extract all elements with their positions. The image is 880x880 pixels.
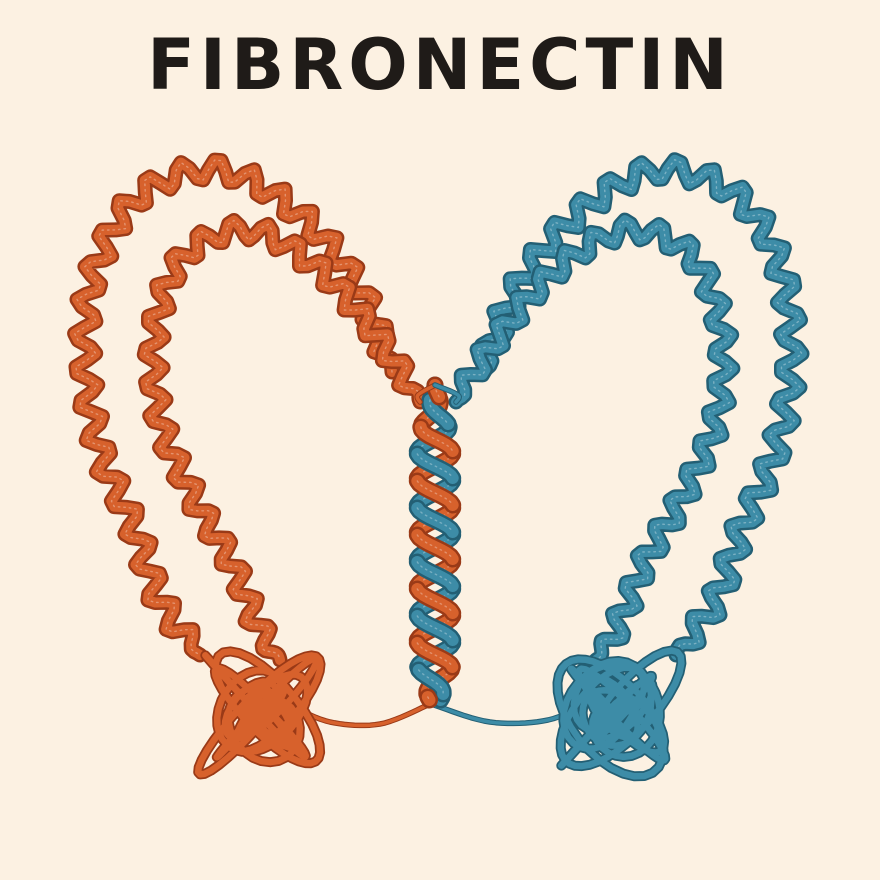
helix-chain-a-front-body [411,475,459,511]
chain-b-inner-arm-outline [448,212,741,668]
chain-a-strand [67,152,431,780]
chain-b-helix-join-body [433,383,461,404]
helix-chain-a-front-body [421,691,436,706]
helix-chain-b-front-texture [416,615,454,641]
helix-chain-b-front-texture [416,561,454,587]
chain-b-inner-arm-texture [455,219,734,661]
helix-chain-a-front-texture [416,642,453,668]
helix-chain-a-front-body [411,529,459,565]
chain-a-outer-arm-texture [73,159,394,656]
chain-a-inner-arm-outline [136,213,428,668]
helix-chain-a-back-texture [426,669,452,695]
helix-chain-a-front-texture [416,534,454,560]
chain-b-outer-arm-texture [480,159,803,656]
chain-a-outer-arm-body [69,155,398,660]
chain-a-globular-domain-body [194,648,324,778]
helix-chain-a-front-body [411,637,459,673]
helix-chain-a-front-body [414,421,459,457]
helix-chain-b-front-texture [416,507,454,533]
helix-chain-b-front-body [423,394,455,430]
helix-chain-b-front-texture [416,453,454,479]
helix-chain-b-front-body [411,610,459,646]
helix-chain-b-front-body [411,502,459,538]
chain-a-inner-arm-texture [143,219,421,661]
chain-b-outer-arm-body [476,154,807,660]
helix-chain-b-front-body [411,448,459,484]
chain-b-inner-arm-body [451,215,738,665]
helix-chain-a-front-texture [416,480,454,506]
coiled-coil-helix [408,376,462,709]
chain-b-strand [431,152,810,782]
diagram-title: FIBRONECTIN [147,24,733,106]
helix-chain-b-front-body [411,556,459,592]
helix-chain-a-front-texture [416,588,454,614]
chain-a-inner-arm-body [139,215,425,665]
helix-chain-b-front-texture [418,669,444,695]
helix-chain-b-front-body [412,664,450,700]
chain-b-globular-domain-body [554,647,685,780]
helix-chain-a-front-texture [427,696,431,701]
chain-a-helix-join-body [415,383,437,404]
helix-chain-a-front-body [411,583,459,619]
